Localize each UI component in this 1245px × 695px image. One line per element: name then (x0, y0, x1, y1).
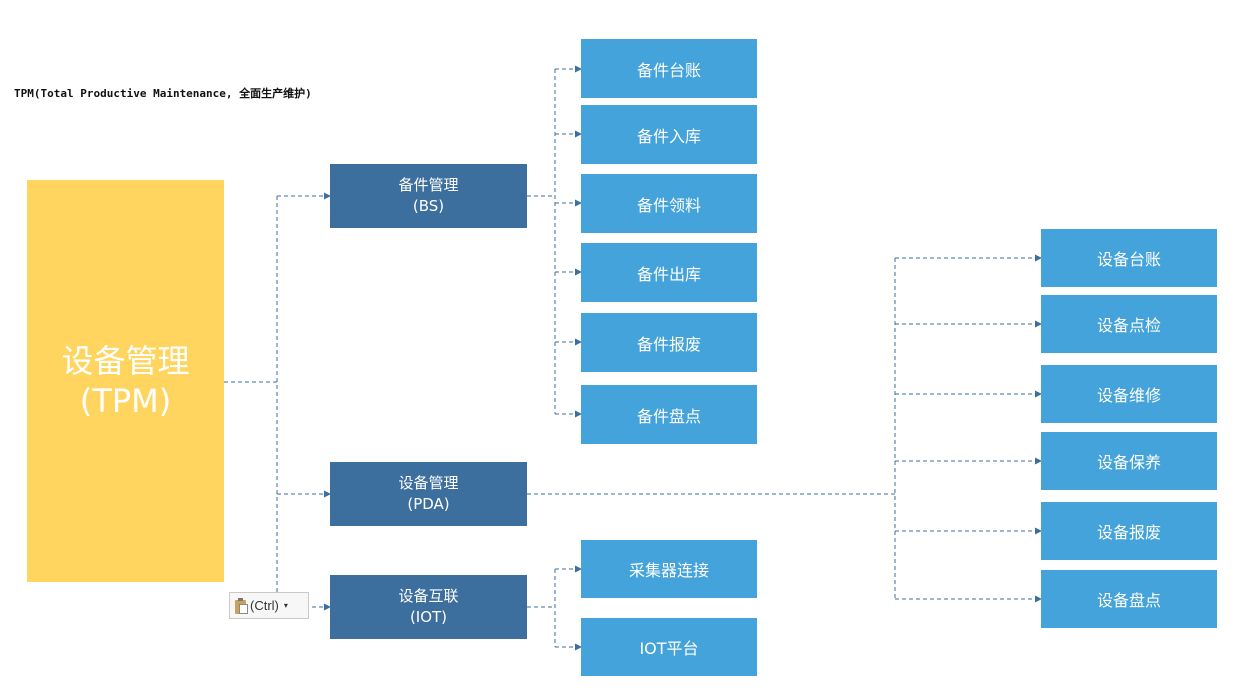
module-bs-code: (BS) (412, 197, 445, 215)
pda-item-maintenance: 设备保养 (1041, 432, 1217, 490)
diagram-caption: TPM(Total Productive Maintenance, 全面生产维护… (14, 87, 312, 100)
chevron-down-icon: ▾ (283, 601, 288, 610)
bs-item-requisition: 备件领料 (581, 174, 757, 233)
module-iot-name: 设备互联 (398, 587, 459, 605)
pda-item-scrap: 设备报废 (1041, 502, 1217, 560)
clipboard-icon (235, 597, 248, 614)
module-iot: 设备互联 (IOT) (330, 575, 527, 639)
root-node-tpm: 设备管理 (TPM) (27, 180, 224, 582)
paste-options-button[interactable]: (Ctrl) ▾ (229, 592, 309, 619)
pda-item-inspection: 设备点检 (1041, 295, 1217, 353)
module-pda-code: (PDA) (407, 495, 450, 513)
pda-item-stocktake: 设备盘点 (1041, 570, 1217, 628)
bs-item-ledger: 备件台账 (581, 39, 757, 98)
module-iot-code: (IOT) (409, 608, 448, 626)
module-pda-name: 设备管理 (398, 474, 459, 492)
bs-item-stocktake: 备件盘点 (581, 385, 757, 444)
bs-item-outbound: 备件出库 (581, 243, 757, 302)
iot-item-collector: 采集器连接 (581, 540, 757, 598)
iot-item-platform: IOT平台 (581, 618, 757, 676)
paste-options-label: (Ctrl) (250, 598, 279, 613)
root-node-code: (TPM) (79, 382, 172, 420)
root-node-title: 设备管理 (61, 342, 190, 380)
module-bs: 备件管理 (BS) (330, 164, 527, 228)
module-pda: 设备管理 (PDA) (330, 462, 527, 526)
pda-item-ledger: 设备台账 (1041, 229, 1217, 287)
bs-item-inbound: 备件入库 (581, 105, 757, 164)
module-bs-name: 备件管理 (398, 176, 459, 194)
pda-item-repair: 设备维修 (1041, 365, 1217, 423)
bs-item-scrap: 备件报废 (581, 313, 757, 372)
